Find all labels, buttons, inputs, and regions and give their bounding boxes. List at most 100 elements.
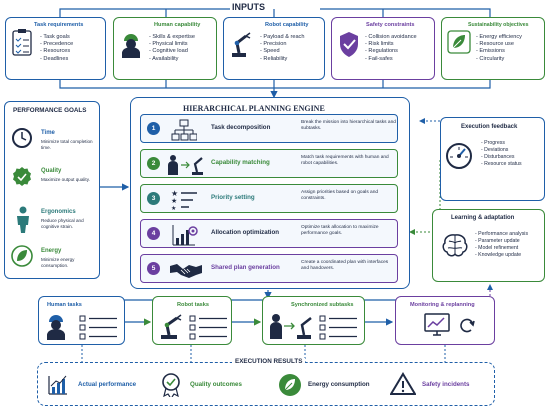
input-title: Sustainability objectives [468,22,529,28]
sync-subtasks-title: Synchronized subtasks [291,302,354,308]
goal-title: Ergonomics [41,209,76,215]
inputs-title: INPUTS [232,2,266,12]
worker-icon [122,34,140,58]
human-tasks-title: Human tasks [47,302,82,308]
result-label: Energy consumption [308,381,370,388]
step-desc: Assign priorities based on goals and con… [301,190,379,201]
list-item: Cognitive load [149,48,195,55]
leaf-icon [447,30,471,54]
step-name: Allocation optimization [211,229,280,236]
input-box-robot-capability: Robot capability Payload & reach Precisi… [223,17,325,80]
list-item: Deadlines [40,56,73,63]
step-name: Shared plan generation [211,264,280,271]
learning-title: Learning & adaptation [451,215,515,221]
list-item: Energy efficiency [476,34,522,41]
learning-list: Performance analysis Parameter update Mo… [475,231,528,259]
optimization-chart-icon [172,225,198,246]
list-item: Precision [260,41,304,48]
task-list-icon [189,315,227,340]
input-box-human-capability: Human capability Skills & expertise Phys… [113,17,217,80]
task-list-icon [79,315,117,340]
brain-icon [442,234,468,257]
input-title: Safety constraints [366,22,415,28]
list-item: Resources [40,48,73,55]
engine-step-3: 3 ★ ★ ★ Priority setting Assign prioriti… [140,184,398,213]
goal-title: Quality [41,168,62,174]
input-box-task-requirements: Task requirements Task goals Precedence … [5,17,106,80]
list-item: Resource use [476,41,522,48]
step-desc: Create a coordinated plan with interface… [301,260,389,271]
performance-goals-title: PERFORMANCE GOALS [13,107,87,114]
robot-arm-icon [232,32,251,57]
input-box-safety-constraints: Safety constraints Collision avoidance R… [331,17,435,80]
goal-title: Time [41,130,55,136]
input-title: Human capability [154,22,201,28]
input-title: Task requirements [34,22,84,28]
input-title: Robot capability [265,22,309,28]
list-item: Physical limits [149,41,195,48]
goal-desc: Minimize energy consumption. [41,257,75,268]
list-item: Availability [149,56,195,63]
warning-icon [390,372,416,395]
priority-stars-icon: ★ ★ ★ [171,189,197,212]
human-tasks-box: Human tasks [38,296,125,345]
synchronized-subtasks-box: Synchronized subtasks [262,296,365,345]
list-item: Regulations [365,48,417,55]
step-name: Capability matching [211,159,270,166]
list-item: Performance analysis [475,231,528,238]
engine-step-5: 5 Shared plan generation Create a coordi… [140,254,398,283]
list-item: Disturbances [481,154,522,161]
list-item: Knowledge update [475,252,528,259]
goal-desc: Minimize total completion time. [41,139,93,150]
step-number: 3 [147,192,160,205]
monitor-chart-icon [424,313,450,336]
person-icon [17,206,29,233]
step-desc: Break the mission into hierarchical task… [301,120,396,131]
shield-icon [340,32,358,57]
worker-icon [47,315,65,340]
svg-text:★: ★ [171,189,178,198]
list-item: Payload & reach [260,34,304,41]
hierarchy-icon [171,119,197,141]
engine-step-1: 1 Task decomposition Break the mission i… [140,114,398,143]
input-box-sustainability: Sustainability objectives Energy efficie… [441,17,545,80]
performance-chart-icon [48,375,67,395]
clipboard-icon [12,29,32,56]
step-number: 1 [147,122,160,135]
list-item: Risk limits [365,41,417,48]
list-item: Precedence [40,41,73,48]
list-item: Circularity [476,56,522,63]
handshake-icon [170,264,202,278]
feedback-list: Progress Deviations Disturbances Resourc… [481,140,522,168]
result-label: Quality outcomes [190,381,242,388]
refresh-icon [460,318,475,333]
clock-icon [12,128,32,148]
performance-goals-panel: PERFORMANCE GOALS Time Minimize total co… [4,101,100,279]
robot-arm-icon [161,314,182,339]
svg-text:★: ★ [171,205,176,212]
robot-tasks-box: Robot tasks [152,296,232,345]
feedback-title: Execution feedback [461,124,518,130]
quality-medal-icon [162,373,180,397]
robot-tasks-title: Robot tasks [177,302,210,308]
input-list: Collision avoidance Risk limits Regulati… [365,34,417,63]
gauge-icon [446,143,472,169]
quality-medal-icon [13,167,31,186]
result-label: Actual performance [78,381,137,388]
list-item: Emissions [476,48,522,55]
human-robot-sync-icon [270,314,312,339]
result-label: Safety incidents [422,381,470,388]
goal-desc: Maximize output quality. [41,177,90,182]
list-item: Reliability [260,56,304,63]
step-name: Task decomposition [211,124,271,131]
goal-desc: Reduce physical and cognitive strain. [41,218,84,229]
list-item: Fail-safes [365,56,417,63]
input-list: Energy efficiency Resource use Emissions… [476,34,522,63]
step-name: Priority setting [211,194,255,201]
monitoring-title: Monitoring & replanning [410,302,475,308]
input-list: Skills & expertise Physical limits Cogni… [149,34,195,63]
list-item: Skills & expertise [149,34,195,41]
list-item: Progress [481,140,522,147]
list-item: Model refinement [475,245,528,252]
monitoring-replanning-box: Monitoring & replanning [395,296,495,345]
